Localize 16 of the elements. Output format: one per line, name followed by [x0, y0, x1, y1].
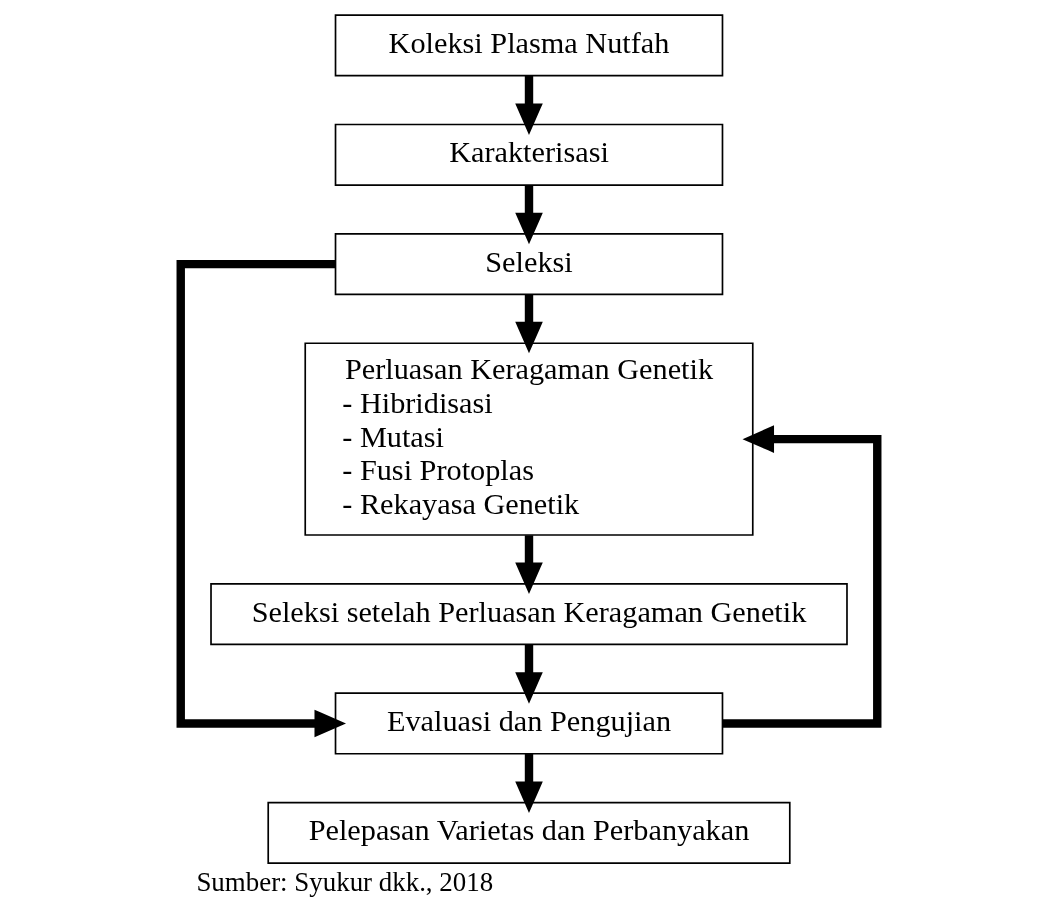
arrow — [514, 753, 543, 813]
node-box: Karakterisasi — [334, 123, 723, 186]
node-box: Seleksi — [334, 233, 723, 296]
caption: Sumber: Syukur dkk., 2018 — [195, 867, 493, 898]
arrow — [514, 535, 543, 594]
arrow — [514, 644, 543, 704]
arrow — [176, 259, 346, 738]
node-box: Koleksi Plasma Nutfah — [334, 14, 723, 77]
arrow — [514, 185, 543, 245]
node-box: Seleksi setelah Perluasan Keragaman Genetik — [209, 583, 848, 646]
arrow — [514, 75, 543, 135]
node-box: Evaluasi dan Pengujian — [334, 692, 723, 755]
arrow — [514, 294, 543, 354]
node-box: Pelepasan Varietas dan Perbanyakan — [266, 801, 791, 864]
node-box: Perluasan Keragaman Genetik - Hibridisasi - Mutasi - Fusi Protoplas - Rekayasa Genetik — [303, 342, 754, 536]
arrow — [722, 425, 881, 728]
